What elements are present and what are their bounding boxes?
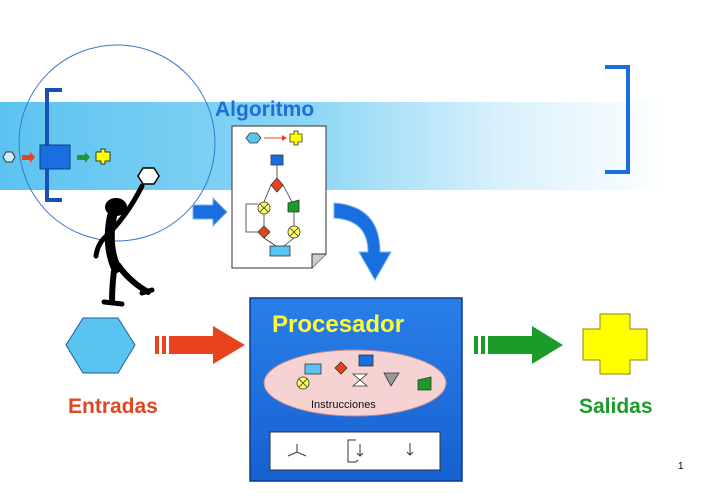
processor-control-panel — [269, 431, 441, 471]
flowchart-document-icon — [231, 125, 327, 269]
mini-processor-icon — [39, 144, 71, 170]
mini-green-arrow-head — [85, 152, 90, 163]
control-panel-symbols — [287, 439, 414, 463]
background-band — [0, 102, 670, 190]
held-hexagon-icon — [137, 167, 160, 185]
mini-hexagon-icon — [2, 151, 16, 163]
mini-green-arrow-icon — [77, 155, 85, 160]
instructions-label: Instrucciones — [311, 399, 376, 411]
context-circle — [18, 44, 216, 242]
input-arrow-icon — [155, 326, 245, 364]
to-algorithm-arrow-icon — [192, 196, 228, 228]
right-bracket — [605, 65, 630, 174]
inputs-label: Entradas — [68, 395, 158, 418]
mini-red-arrow-icon — [22, 155, 30, 160]
output-arrow-icon — [474, 326, 563, 364]
outputs-label: Salidas — [579, 395, 653, 418]
algorithm-label: Algoritmo — [215, 98, 315, 121]
cross-output-icon — [582, 313, 648, 375]
curved-arrow-icon — [333, 202, 392, 282]
page-number: 1 — [678, 461, 684, 472]
instructions-symbols — [296, 354, 432, 391]
hexagon-input-icon — [65, 317, 136, 374]
mini-cross-icon — [95, 148, 111, 165]
processor-label: Procesador — [272, 311, 405, 338]
mini-red-arrow-head — [30, 152, 35, 163]
stick-figure-icon — [93, 167, 160, 307]
